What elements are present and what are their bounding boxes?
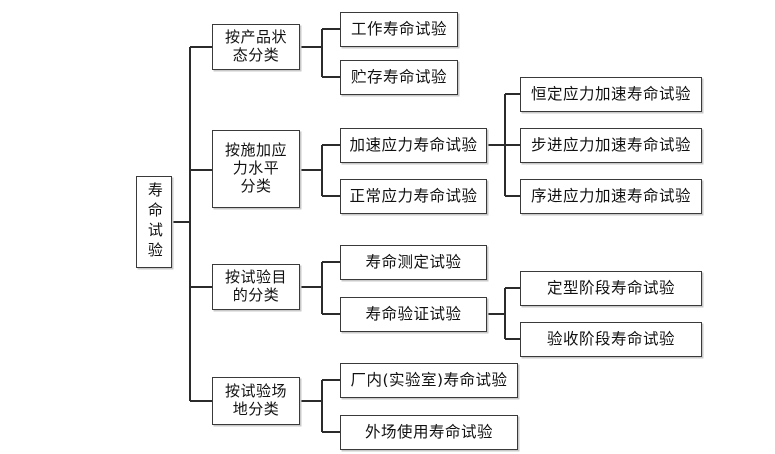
node-normal-stress-life-test[interactable]: 正常应力寿命试验 xyxy=(340,179,487,214)
node-field-use-life-test[interactable]: 外场使用寿命试验 xyxy=(340,415,518,450)
node-category-stress-level[interactable]: 按施加应 力水平 分类 xyxy=(212,130,300,208)
node-design-finalization-stage-life-test[interactable]: 定型阶段寿命试验 xyxy=(520,271,702,306)
node-category-test-site[interactable]: 按试验场 地分类 xyxy=(212,377,300,425)
node-storage-life-test[interactable]: 贮存寿命试验 xyxy=(340,60,458,95)
node-progressive-stress-accelerated-life-test[interactable]: 序进应力加速寿命试验 xyxy=(520,179,702,214)
node-in-plant-laboratory-life-test[interactable]: 厂内(实验室)寿命试验 xyxy=(340,363,518,398)
node-storage-life-test-label: 贮存寿命试验 xyxy=(350,68,447,87)
node-life-measurement-test-label: 寿命测定试验 xyxy=(365,253,462,272)
node-constant-stress-accelerated-life-test[interactable]: 恒定应力加速寿命试验 xyxy=(520,77,702,112)
node-category-test-purpose-label: 按试验目 的分类 xyxy=(224,268,287,304)
node-working-life-test[interactable]: 工作寿命试验 xyxy=(340,12,458,47)
node-in-plant-laboratory-life-test-label: 厂内(实验室)寿命试验 xyxy=(350,371,508,390)
node-normal-stress-life-test-label: 正常应力寿命试验 xyxy=(349,187,478,206)
node-root-label: 寿命试验 xyxy=(145,182,164,262)
node-working-life-test-label: 工作寿命试验 xyxy=(350,20,447,39)
node-accelerated-stress-life-test[interactable]: 加速应力寿命试验 xyxy=(340,128,487,163)
node-category-product-state-label: 按产品状 态分类 xyxy=(224,28,287,64)
node-field-use-life-test-label: 外场使用寿命试验 xyxy=(364,423,493,442)
node-category-stress-level-label: 按施加应 力水平 分类 xyxy=(224,141,287,195)
node-accelerated-stress-life-test-label: 加速应力寿命试验 xyxy=(349,136,478,155)
node-progressive-stress-accelerated-life-test-label: 序进应力加速寿命试验 xyxy=(530,187,691,206)
node-acceptance-stage-life-test-label: 验收阶段寿命试验 xyxy=(546,330,675,349)
node-life-verification-test-label: 寿命验证试验 xyxy=(365,305,462,324)
node-category-test-purpose[interactable]: 按试验目 的分类 xyxy=(212,264,300,310)
node-design-finalization-stage-life-test-label: 定型阶段寿命试验 xyxy=(546,279,675,298)
node-life-measurement-test[interactable]: 寿命测定试验 xyxy=(340,245,487,280)
node-constant-stress-accelerated-life-test-label: 恒定应力加速寿命试验 xyxy=(530,85,691,104)
node-life-verification-test[interactable]: 寿命验证试验 xyxy=(340,297,487,332)
node-category-product-state[interactable]: 按产品状 态分类 xyxy=(212,24,300,70)
node-acceptance-stage-life-test[interactable]: 验收阶段寿命试验 xyxy=(520,322,702,357)
node-step-stress-accelerated-life-test-label: 步进应力加速寿命试验 xyxy=(530,136,691,155)
node-category-test-site-label: 按试验场 地分类 xyxy=(224,382,287,418)
node-step-stress-accelerated-life-test[interactable]: 步进应力加速寿命试验 xyxy=(520,128,702,163)
node-root-lifetime-test[interactable]: 寿命试验 xyxy=(136,176,172,268)
